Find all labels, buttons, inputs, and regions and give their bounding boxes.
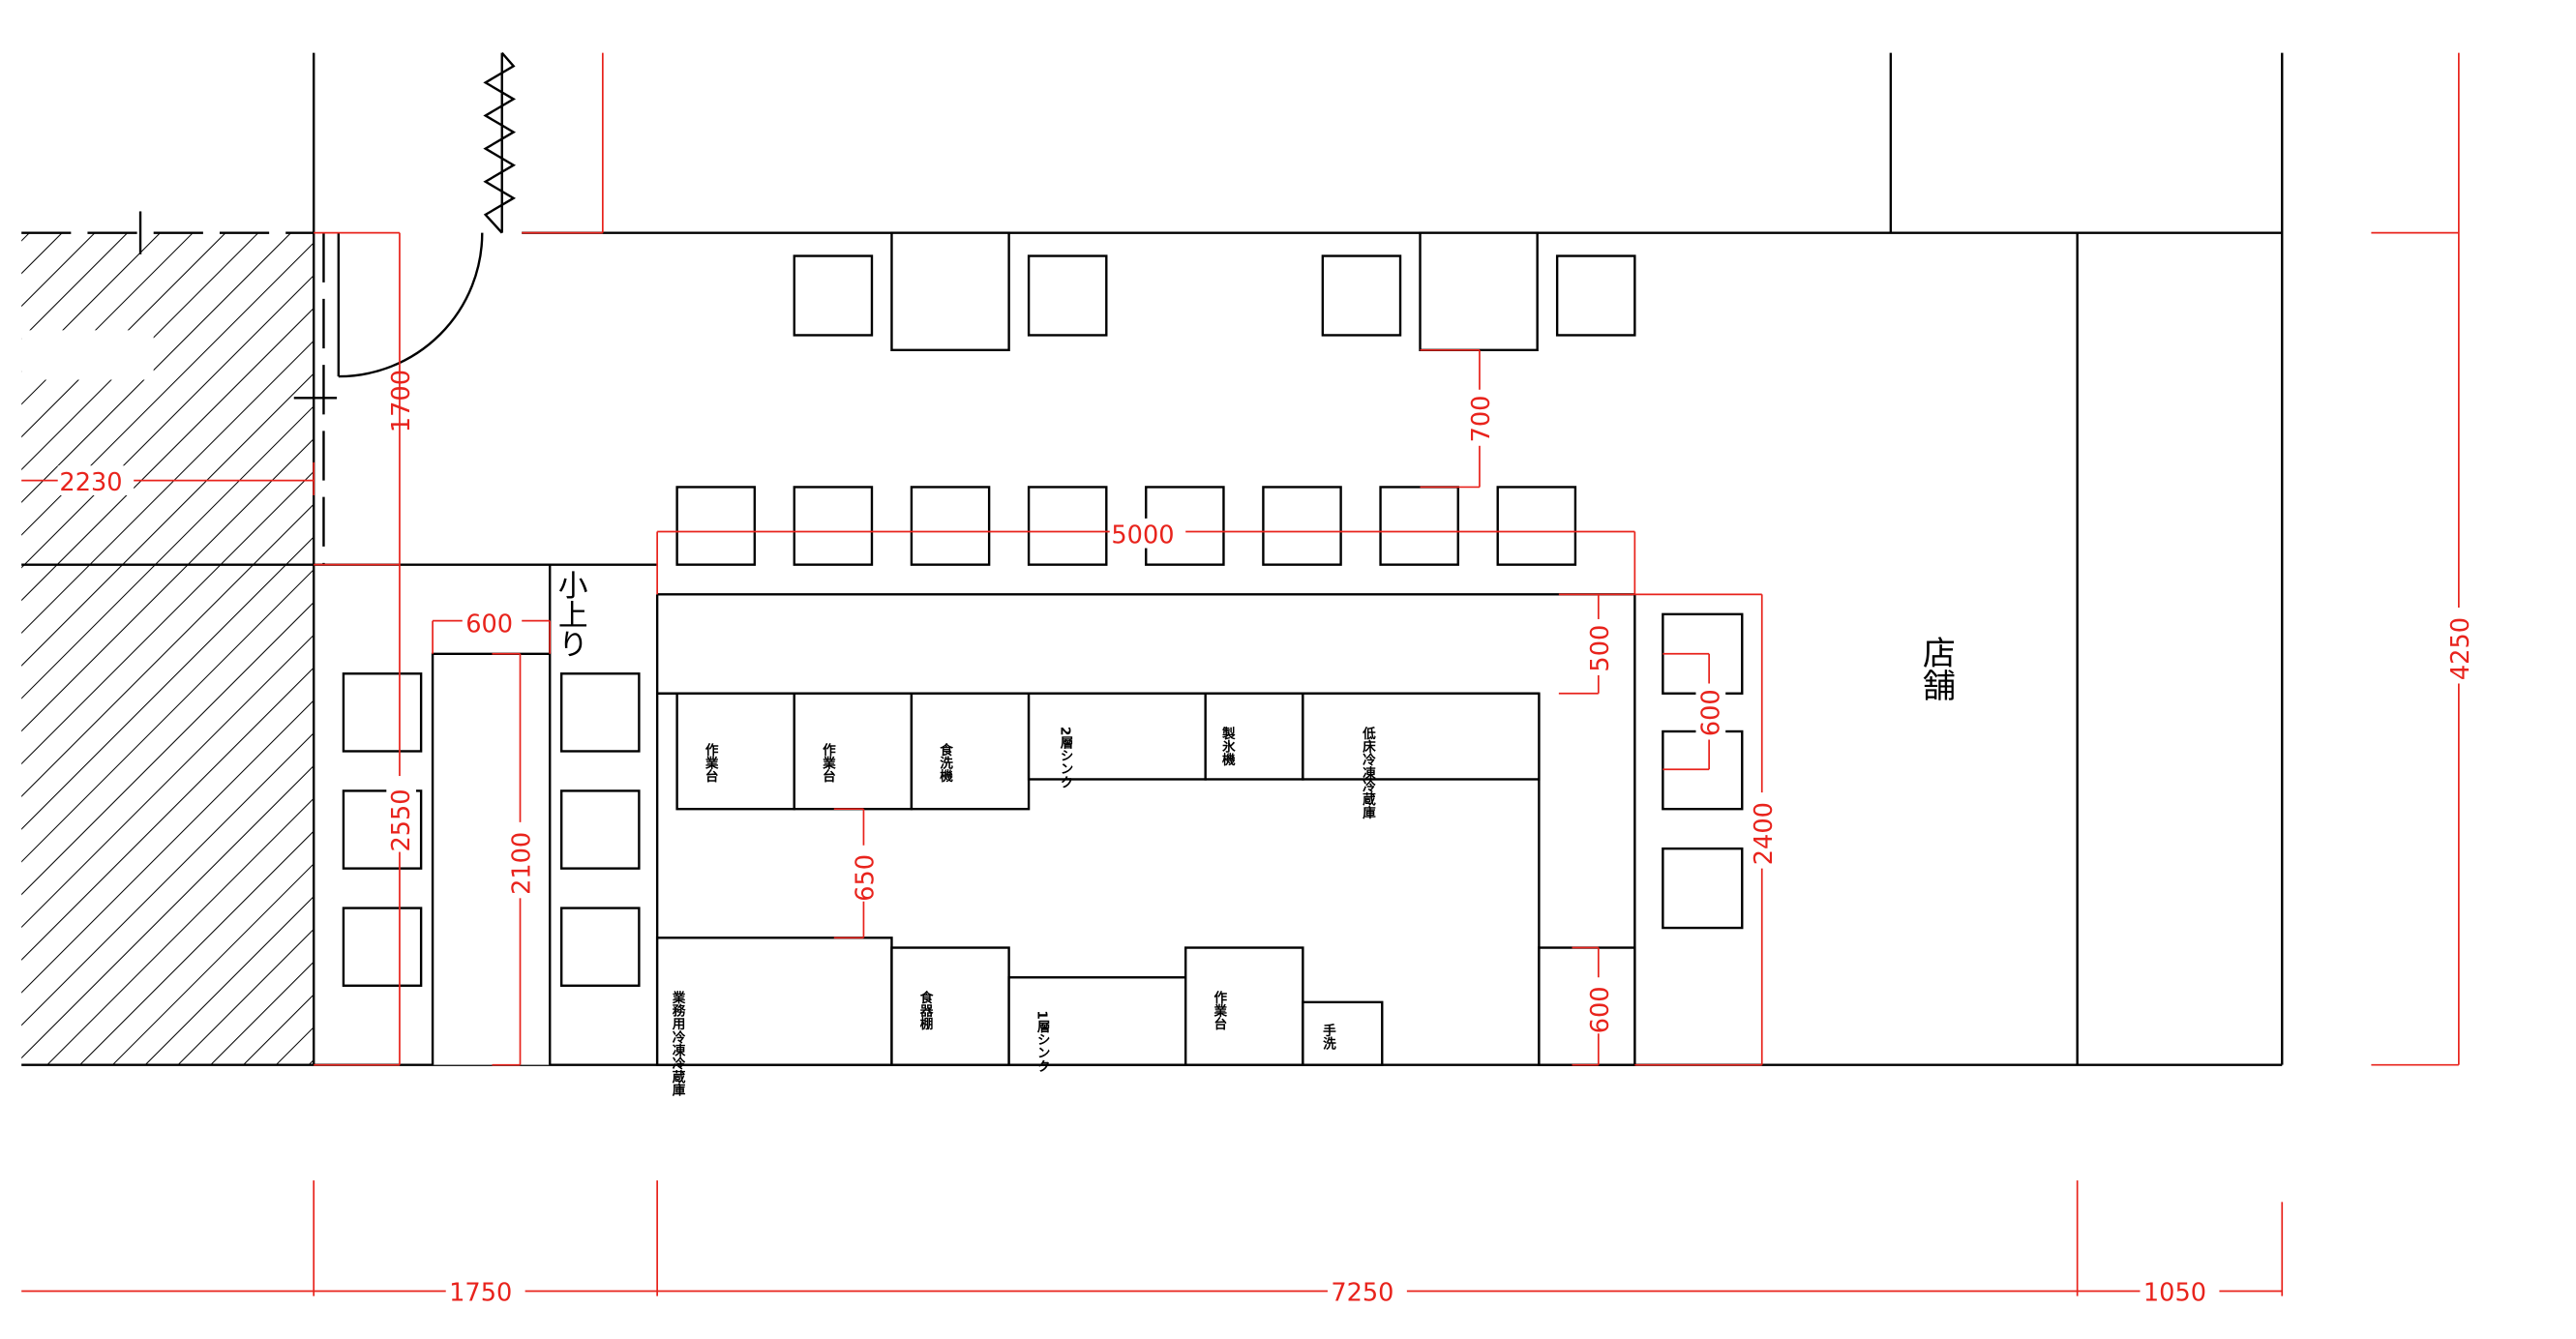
door [337,232,484,378]
equipment-dishwasher [910,692,1031,811]
equipment-worktable-2 [793,692,914,811]
equipment-low-fridge [1302,692,1541,781]
dim-4250: 4250 [2446,617,2475,680]
dim-600-table: 600 [465,610,513,640]
label-commercial-fridge: 業務用冷凍冷蔵庫 [670,990,687,1098]
label-low-fridge: 低床冷凍冷蔵庫 [1360,726,1377,820]
dim-500: 500 [1586,625,1615,672]
dimension-labels: 1700 2230 5000 700 500 600 2400 4250 255… [57,370,2475,1308]
label-2-sink: 2層シンク [1058,727,1074,789]
label-worktable-1: 作業台 [703,742,720,784]
equipment-commercial-fridge [655,937,893,1066]
dim-1050: 1050 [2143,1279,2206,1308]
equipment-handwash [1302,1000,1384,1066]
dim-7250: 7250 [1331,1279,1393,1308]
equipment-worktable-3 [1184,946,1304,1066]
label-dishwasher: 食洗機 [937,742,953,784]
walls [21,51,2284,1066]
dim-650: 650 [852,854,881,902]
equipment-1-sink [1007,976,1187,1066]
dim-700: 700 [1467,396,1496,443]
equipment-ice-maker [1204,692,1304,781]
dim-1700: 1700 [387,370,416,432]
dim-5000: 5000 [1111,521,1174,550]
label-raised-area: 小上り [553,570,587,659]
equipment-labels: 作業台 作業台 食洗機 2層シンク 製氷機 低床冷凍冷蔵庫 業務用冷凍冷蔵庫 食… [553,570,1956,1098]
label-cupboard: 食器棚 [917,990,935,1031]
label-worktable-3: 作業台 [1211,990,1228,1031]
dim-600-right: 600 [1696,689,1725,736]
label-worktable-2: 作業台 [820,742,837,784]
label-store: 店舗 [1916,636,1956,701]
dim-1750: 1750 [449,1279,512,1308]
equipment-2-sink [1027,692,1207,781]
label-handwash: 手洗 [1320,1023,1336,1052]
dim-2230: 2230 [59,468,122,497]
dim-600-bottom: 600 [1586,986,1615,1033]
dim-2550: 2550 [387,789,416,851]
label-ice-maker: 製氷機 [1219,726,1237,767]
dim-2400: 2400 [1750,802,1779,865]
equipment-worktable-1 [675,692,795,811]
equipment-cupboard [890,946,1010,1066]
label-1-sink: 1層シンク [1034,1010,1051,1072]
dim-2100: 2100 [508,832,537,895]
